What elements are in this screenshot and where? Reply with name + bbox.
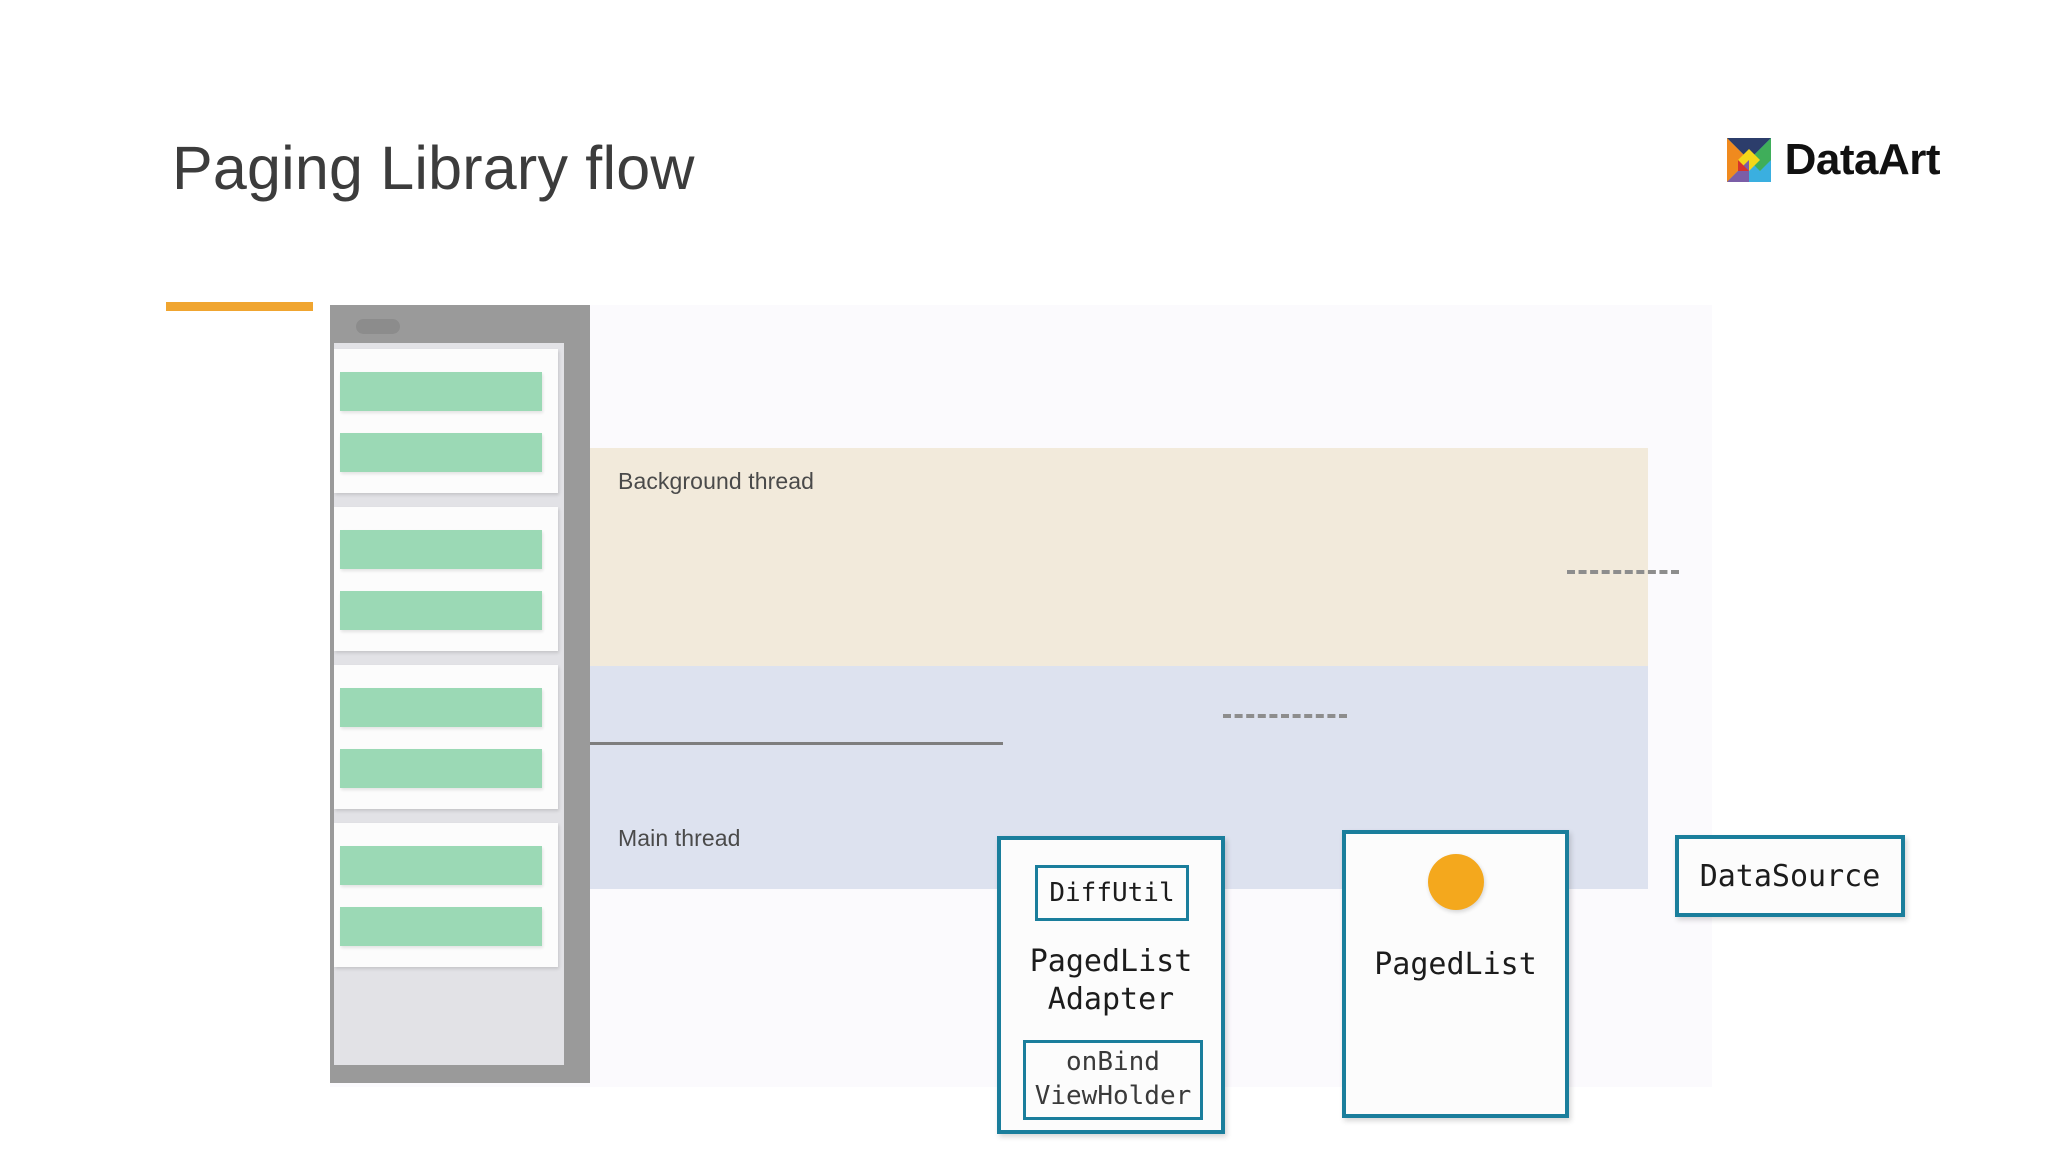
list-item-row <box>340 688 542 727</box>
list-item[interactable] <box>334 507 558 651</box>
brand-logo: DataArt <box>1726 135 1941 184</box>
connector-phone-to-adapter <box>558 742 1003 745</box>
list-item-row <box>340 433 542 472</box>
list-item[interactable] <box>334 823 558 967</box>
paging-library-flow-diagram: Background thread Main thread <box>330 305 1905 1134</box>
node-data-source-label: DataSource <box>1699 858 1881 894</box>
node-paged-list-adapter[interactable]: DiffUtil PagedList Adapter onBind ViewHo… <box>997 836 1225 1134</box>
list-item-row <box>340 530 542 569</box>
phone-mockup <box>330 305 590 1083</box>
list-item-row <box>340 749 542 788</box>
page-title: Paging Library flow <box>172 134 695 202</box>
band-label-background-thread: Background thread <box>618 468 815 494</box>
dataart-tangram-icon <box>1726 138 1771 182</box>
orange-dot-icon <box>1427 854 1484 910</box>
node-paged-list[interactable]: PagedList <box>1342 830 1569 1118</box>
node-paged-list-adapter-label: PagedList Adapter <box>1029 944 1193 1018</box>
list-item-row <box>340 591 542 630</box>
brand-name: DataArt <box>1784 135 1941 184</box>
phone-speaker-icon <box>356 319 400 334</box>
node-data-source[interactable]: DataSource <box>1675 835 1905 917</box>
list-item-row <box>340 907 542 946</box>
list-item-row <box>340 846 542 885</box>
connector-adapter-to-pagedlist <box>1223 714 1347 718</box>
phone-screen <box>334 343 564 1065</box>
list-item[interactable] <box>334 349 558 493</box>
band-label-main-thread: Main thread <box>618 825 741 851</box>
connector-pagedlist-to-datasource <box>1567 570 1679 574</box>
node-on-bind-view-holder[interactable]: onBind ViewHolder <box>1023 1040 1203 1120</box>
list-item[interactable] <box>334 665 558 809</box>
band-background-thread <box>588 448 1648 666</box>
list-item-row <box>340 372 542 411</box>
title-accent-rule <box>166 302 313 311</box>
node-diff-util[interactable]: DiffUtil <box>1035 865 1189 921</box>
node-paged-list-label: PagedList <box>1374 947 1537 982</box>
